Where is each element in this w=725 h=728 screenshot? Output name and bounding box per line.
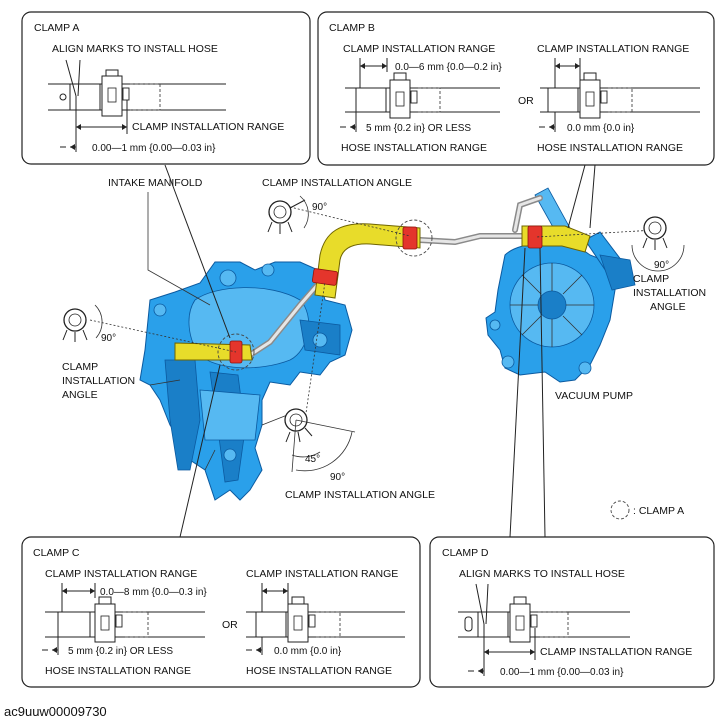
callout-clamp-c: CLAMP C CLAMP INSTALLATION RANGE 0.0—8 m… bbox=[21, 536, 421, 688]
hose-elbow bbox=[314, 223, 421, 299]
clamp-angle-icon-right bbox=[631, 216, 685, 272]
label-deg-left: 90° bbox=[101, 333, 116, 344]
clamp-angle-icon-top bbox=[267, 195, 309, 234]
clamp-a-title: CLAMP A bbox=[34, 22, 79, 34]
clamp-c-left-hose-range: HOSE INSTALLATION RANGE bbox=[45, 665, 191, 677]
clamp-elbow-upper bbox=[402, 226, 418, 250]
clamp-c-right-hose-range: HOSE INSTALLATION RANGE bbox=[246, 665, 392, 677]
label-angle-left-1: CLAMP bbox=[62, 361, 98, 373]
callout-clamp-a: CLAMP A ALIGN MARKS TO INSTALL HOSE CLAM… bbox=[21, 11, 311, 165]
clamp-a-install-range: CLAMP INSTALLATION RANGE bbox=[132, 121, 284, 133]
clamp-a-dimension: 0.00—1 mm {0.00—0.03 in} bbox=[92, 143, 216, 154]
clamp-angle-icon-left bbox=[62, 304, 103, 342]
clamp-b-left-range: CLAMP INSTALLATION RANGE bbox=[343, 43, 495, 55]
clamp-elbow-lower bbox=[312, 268, 338, 286]
clamp-c-left-hose-dim: 5 mm {0.2 in} OR LESS bbox=[68, 646, 173, 657]
clamp-angle-icon-bottom bbox=[284, 408, 356, 473]
label-deg-45: 45° bbox=[305, 454, 320, 465]
clamp-c-right-dim: 0.0 mm {0.0 in} bbox=[274, 646, 342, 657]
label-angle-left-3: ANGLE bbox=[62, 389, 98, 401]
clamp-c-right-range: CLAMP INSTALLATION RANGE bbox=[246, 568, 398, 580]
legend-label: : CLAMP A bbox=[633, 505, 684, 517]
clamp-c-left-range: CLAMP INSTALLATION RANGE bbox=[45, 568, 197, 580]
label-angle-right-2: INSTALLATION bbox=[633, 287, 706, 299]
clamp-a-align-label: ALIGN MARKS TO INSTALL HOSE bbox=[52, 43, 218, 55]
label-deg-90-bottom: 90° bbox=[330, 472, 345, 483]
clamp-b-or: OR bbox=[518, 95, 534, 107]
label-deg-right: 90° bbox=[654, 260, 669, 271]
clamp-d-align-label: ALIGN MARKS TO INSTALL HOSE bbox=[459, 568, 625, 580]
callout-clamp-b: CLAMP B CLAMP INSTALLATION RANGE 0.0—6 m… bbox=[317, 11, 715, 166]
clamp-c-or: OR bbox=[222, 619, 238, 631]
clamp-b-right-dim: 0.0 mm {0.0 in} bbox=[567, 123, 635, 134]
label-intake-manifold: INTAKE MANIFOLD bbox=[108, 177, 203, 189]
clamp-d-dimension: 0.00—1 mm {0.00—0.03 in} bbox=[500, 667, 624, 678]
clamp-c-title: CLAMP C bbox=[33, 547, 80, 559]
angle-reference-lines bbox=[89, 206, 656, 421]
label-angle-top: CLAMP INSTALLATION ANGLE bbox=[262, 177, 412, 189]
legend-clamp-a-icon bbox=[610, 500, 630, 520]
clamp-c-left-dim: 0.0—8 mm {0.0—0.3 in} bbox=[100, 587, 207, 598]
clamp-d-title: CLAMP D bbox=[442, 547, 489, 559]
label-angle-right-3: ANGLE bbox=[650, 301, 686, 313]
clamp-a-marker-2 bbox=[395, 219, 433, 257]
clamp-b-left-hose-dim: 5 mm {0.2 in} OR LESS bbox=[366, 123, 471, 134]
callout-leaders bbox=[164, 164, 596, 538]
clamp-b-right-range: CLAMP INSTALLATION RANGE bbox=[537, 43, 689, 55]
clamp-d-install-range: CLAMP INSTALLATION RANGE bbox=[540, 646, 692, 658]
clamp-pump bbox=[527, 225, 543, 249]
engine-illustration bbox=[139, 187, 636, 501]
callout-clamp-d: CLAMP D ALIGN MARKS TO INSTALL HOSE CLAM… bbox=[429, 536, 715, 688]
clamp-b-left-hose-range: HOSE INSTALLATION RANGE bbox=[341, 142, 487, 154]
clamp-b-title: CLAMP B bbox=[329, 22, 375, 34]
label-angle-left-2: INSTALLATION bbox=[62, 375, 135, 387]
label-deg-top: 90° bbox=[312, 202, 327, 213]
clamp-b-left-dim: 0.0—6 mm {0.0—0.2 in} bbox=[395, 62, 502, 73]
label-angle-bottom: CLAMP INSTALLATION ANGLE bbox=[285, 489, 435, 501]
figure-id: ac9uuw00009730 bbox=[4, 704, 107, 719]
label-angle-right-1: CLAMP bbox=[633, 273, 669, 285]
clamp-b-right-hose-range: HOSE INSTALLATION RANGE bbox=[537, 142, 683, 154]
clamp-a-marker-1 bbox=[217, 333, 255, 371]
label-vacuum-pump: VACUUM PUMP bbox=[555, 390, 633, 402]
